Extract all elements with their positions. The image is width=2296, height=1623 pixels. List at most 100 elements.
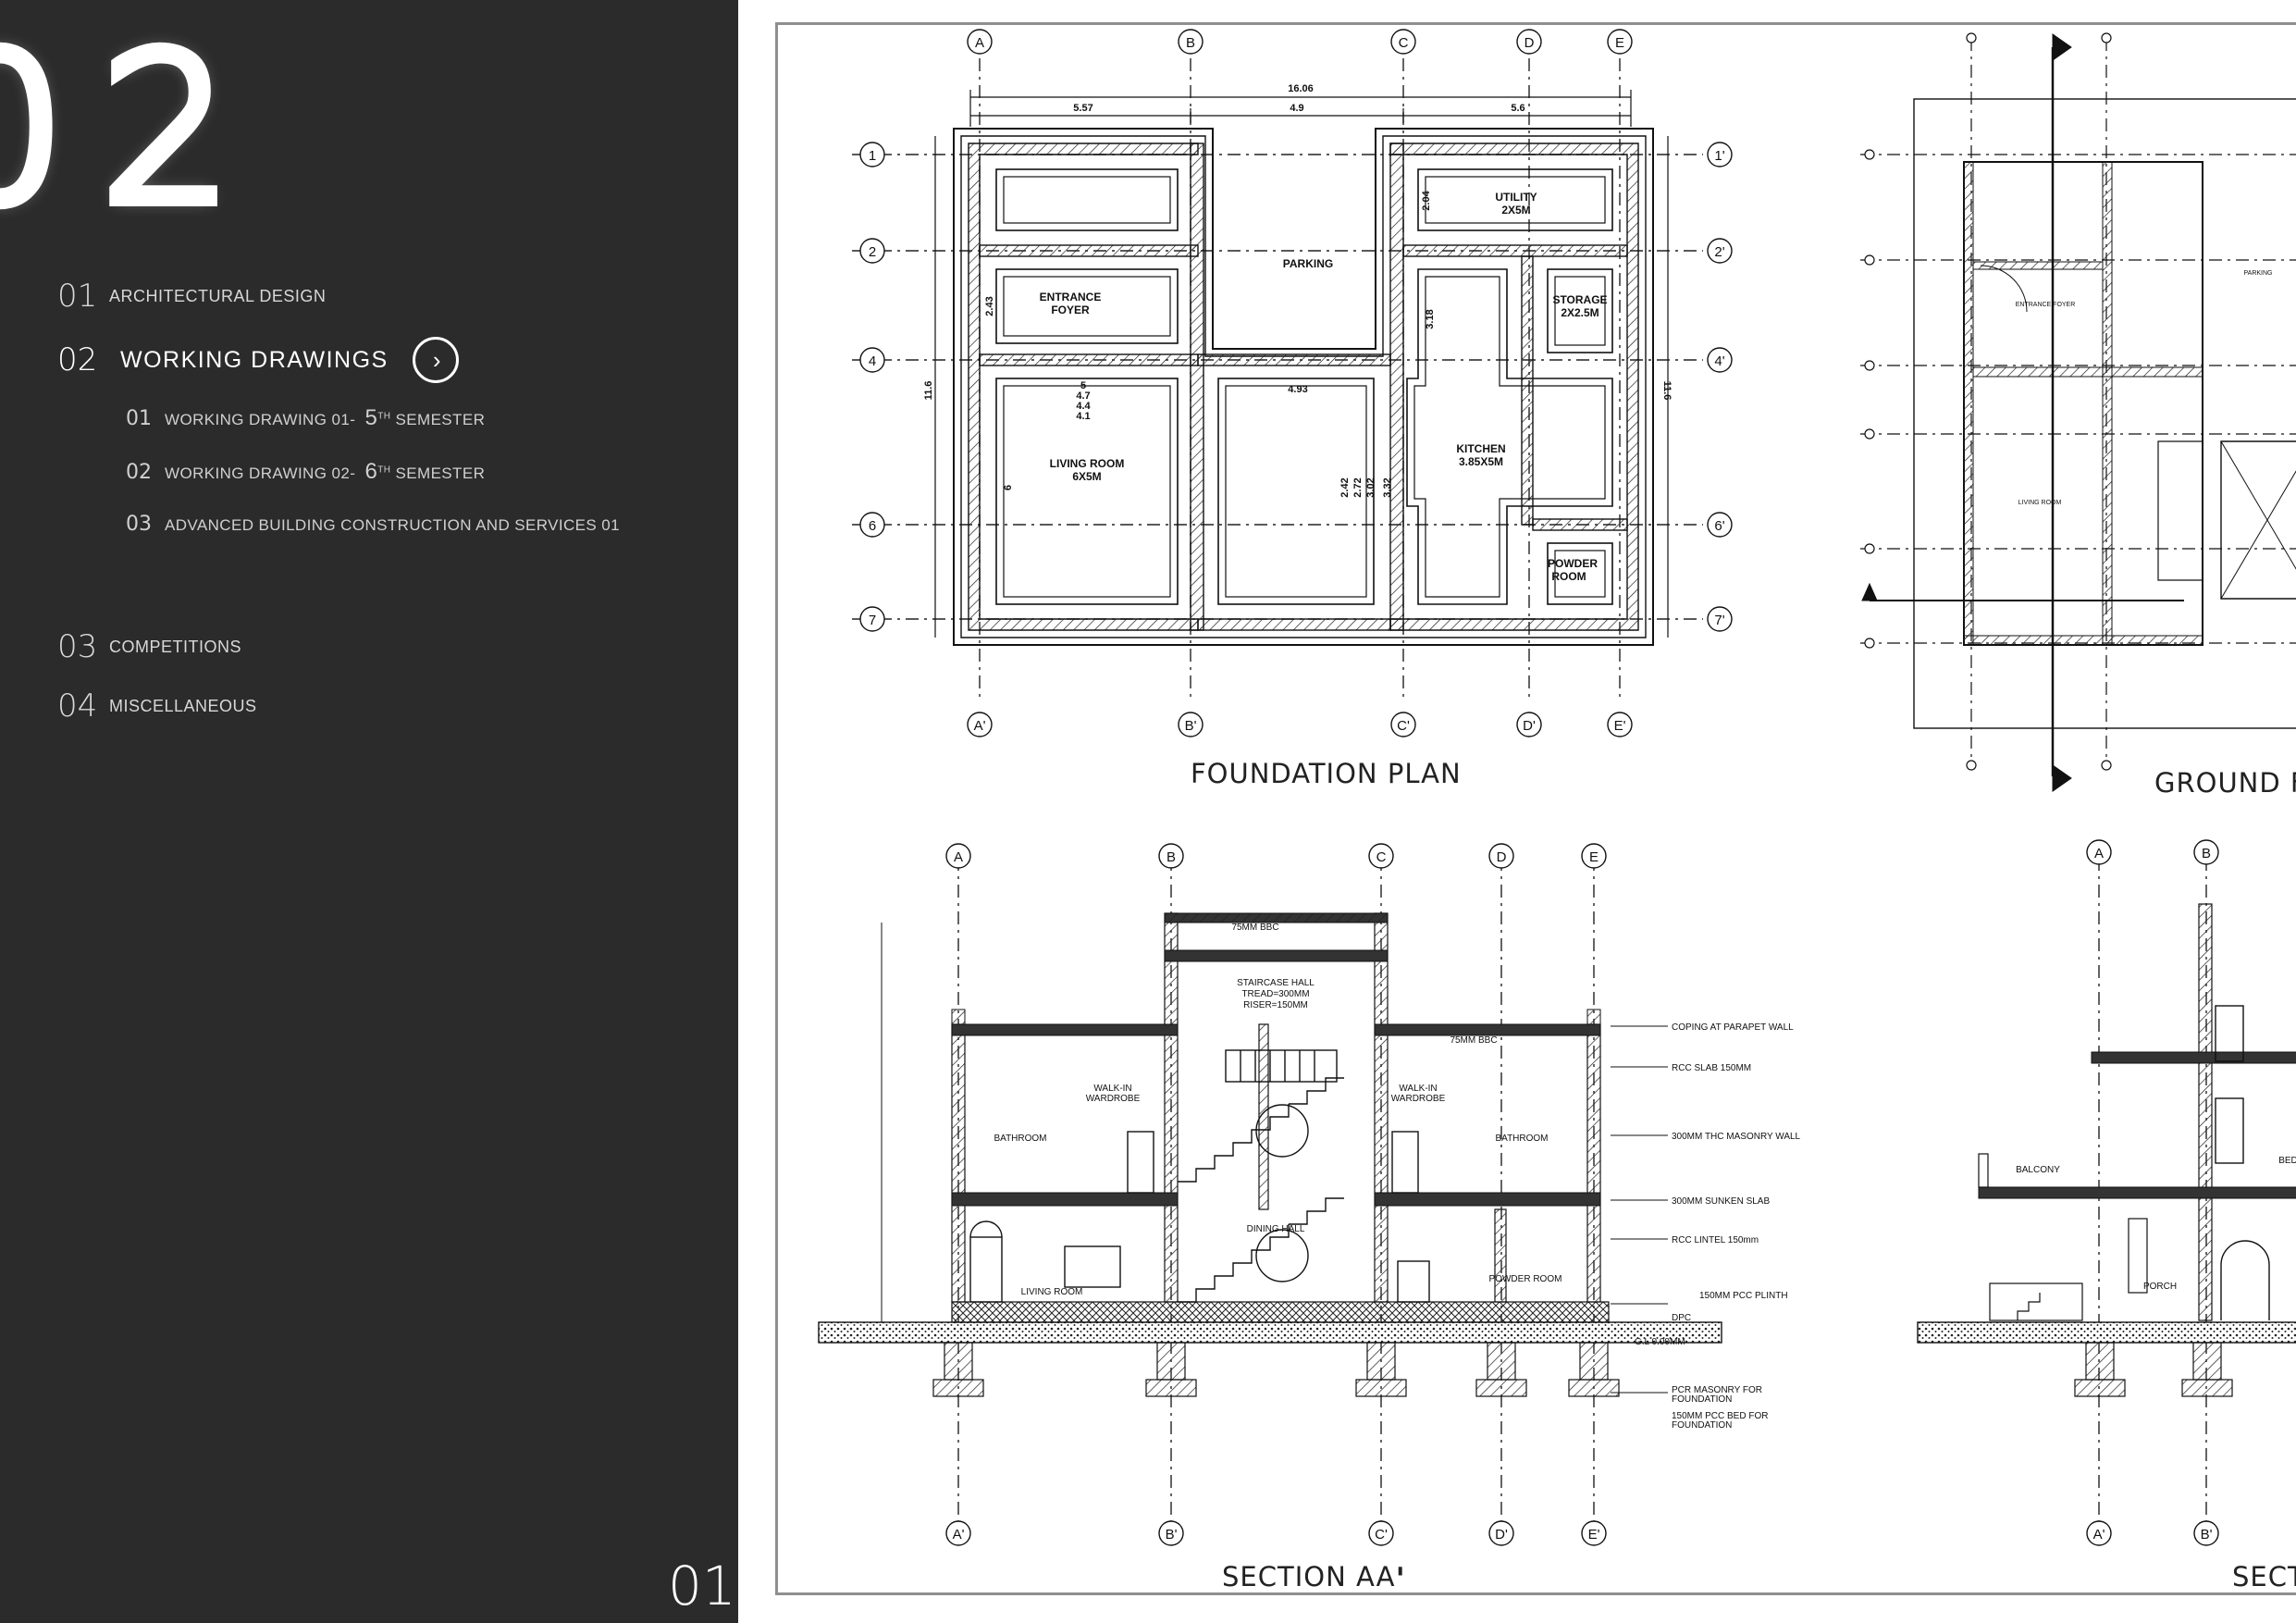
dim-label: 2.04: [1421, 190, 1432, 210]
grid-label: 6': [1714, 518, 1724, 534]
submenu-item-label: WORKING DRAWING 01- 5TH SEMESTER: [165, 405, 486, 430]
caption-section-aa: SECTION AA': [1222, 1561, 1406, 1595]
grid-label: 7: [869, 613, 876, 628]
submenu-item-number: 03: [126, 513, 152, 536]
room-label: POWDER: [1548, 557, 1598, 570]
menu-item-number: 02: [57, 341, 98, 378]
dim-label: 4.4: [1076, 401, 1091, 412]
grid-label: D: [1524, 35, 1535, 51]
grid-label: 1: [869, 148, 876, 164]
grid-label: 6: [869, 518, 876, 534]
dim-label: 3.32: [1382, 477, 1393, 497]
section-aa-labels: A B C D E A' B' C' D' E' 75MM BBC STAIRC…: [953, 849, 1801, 1542]
grid-label: E': [1588, 1527, 1600, 1542]
grid-label: 2': [1714, 244, 1724, 260]
grid-label: 7': [1714, 613, 1724, 628]
menu-item-label: MISCELLANEOUS: [109, 696, 257, 715]
section-bb-labels: A B A' B' BALCONY PORCH BEDRO: [2016, 846, 2296, 1542]
grid-label: B': [2201, 1527, 2213, 1542]
room-label: UTILITY: [1495, 191, 1537, 204]
section-note: DINING HALL: [1247, 1224, 1305, 1234]
grid-label: A: [2094, 846, 2104, 861]
section-note: 300MM THC MASONRY WALL: [1672, 1132, 1801, 1142]
dim-label: 6: [1003, 485, 1014, 490]
section-note: BATHROOM: [994, 1134, 1046, 1144]
section-note: BATHROOM: [1495, 1134, 1548, 1144]
dim-label: 4.1: [1076, 411, 1090, 422]
grid-label: 4': [1714, 353, 1724, 369]
menu-item-miscellaneous[interactable]: 04 MISCELLANEOUS: [57, 688, 723, 725]
submenu-item-label: ADVANCED BUILDING CONSTRUCTION AND SERVI…: [165, 516, 620, 534]
grid-label: B': [1166, 1527, 1178, 1542]
grid-label: B: [1167, 849, 1176, 865]
dim-label: 2.72: [1352, 477, 1364, 497]
menu-item-label: WORKING DRAWINGS: [120, 346, 389, 373]
section-note: 75MM BBC: [1231, 923, 1278, 933]
grid-label: E': [1614, 718, 1626, 734]
dim-label: 3.02: [1365, 477, 1376, 497]
menu-item-competitions[interactable]: 03 COMPETITIONS: [57, 628, 723, 665]
section-note: STAIRCASE HALL: [1237, 978, 1315, 988]
menu-item-number: 01: [57, 278, 98, 315]
dim-label: 5: [1080, 380, 1086, 391]
grid-label: D': [1495, 1527, 1508, 1542]
grid-label: C': [1397, 718, 1410, 734]
chevron-right-icon[interactable]: ›: [412, 337, 459, 383]
dim-label: 4.7: [1076, 390, 1090, 402]
section-note: PCR MASONRY FOR: [1672, 1385, 1762, 1395]
section-note: BEDRO: [2278, 1156, 2296, 1166]
dim-label: 11.6: [923, 381, 934, 401]
menu-item-working-drawings[interactable]: 02 WORKING DRAWINGS ›: [57, 337, 723, 383]
section-note: DPC: [1672, 1313, 1691, 1323]
menu-item-number: 04: [57, 688, 98, 725]
dim-label: 2.43: [984, 296, 995, 316]
room-label: ENTRANCE: [1040, 291, 1102, 304]
grid-label: A': [953, 1527, 965, 1542]
section-note: RCC SLAB 150MM: [1672, 1063, 1751, 1073]
section-note: 150MM PCC BED FOR: [1672, 1411, 1768, 1421]
grid-label: A': [2093, 1527, 2105, 1542]
grid-label: B': [1185, 718, 1197, 734]
menu-item-number: 03: [57, 628, 98, 665]
room-label: PARKING: [2244, 270, 2273, 277]
working-drawings-submenu: 01 WORKING DRAWING 01- 5TH SEMESTER 02 W…: [126, 405, 723, 536]
section-note: BALCONY: [2016, 1165, 2060, 1175]
dim-label: 16.06: [1288, 83, 1314, 94]
dim-label: 5.57: [1073, 103, 1092, 114]
caption-foundation-plan: FOUNDATION PLAN: [1191, 758, 1462, 789]
section-note: FOUNDATION: [1672, 1420, 1732, 1431]
submenu-item-working-drawing-02[interactable]: 02 WORKING DRAWING 02- 6TH SEMESTER: [126, 459, 723, 485]
page-number: 01: [668, 1555, 736, 1617]
grid-label: 1': [1714, 148, 1724, 164]
room-label: 2X2.5M: [1561, 306, 1599, 319]
section-note: WARDROBE: [1391, 1094, 1446, 1104]
section-note: 300MM SUNKEN SLAB: [1672, 1196, 1770, 1207]
section-note: G.L 0.00MM: [1635, 1337, 1685, 1347]
menu-item-label: ARCHITECTURAL DESIGN: [109, 286, 327, 305]
room-label: LIVING ROOM: [2018, 500, 2062, 506]
section-bb: [1917, 839, 2296, 1546]
foundation-plan: [852, 29, 1733, 737]
section-note: WALK-IN: [1399, 1084, 1437, 1094]
sidebar: 02 01 ARCHITECTURAL DESIGN 02 WORKING DR…: [0, 0, 738, 1623]
dim-label: 4.9: [1290, 103, 1303, 114]
submenu-item-working-drawing-01[interactable]: 01 WORKING DRAWING 01- 5TH SEMESTER: [126, 405, 723, 431]
submenu-item-advanced-building[interactable]: 03 ADVANCED BUILDING CONSTRUCTION AND SE…: [126, 513, 723, 536]
dim-label: 4.93: [1288, 384, 1307, 395]
grid-label: 4: [869, 353, 876, 369]
section-note: LIVING ROOM: [1021, 1287, 1083, 1297]
grid-label: B: [2202, 846, 2211, 861]
submenu-item-label: WORKING DRAWING 02- 6TH SEMESTER: [165, 459, 486, 484]
caption-section-bb: SECTI: [2232, 1561, 2296, 1592]
room-label: FOYER: [1051, 304, 1090, 316]
section-note: COPING AT PARAPET WALL: [1672, 1022, 1794, 1033]
menu-item-architectural-design[interactable]: 01 ARCHITECTURAL DESIGN: [57, 278, 723, 315]
drawings-canvas: A B C D E A' B' C' D' E' 1 2 4 6 7 1' 2'…: [818, 29, 2296, 1546]
grid-label: C: [1399, 35, 1409, 51]
grid-label: A: [954, 849, 963, 865]
section-note: WALK-IN: [1093, 1084, 1131, 1094]
section-note: 150MM PCC PLINTH: [1699, 1291, 1788, 1301]
section-aa: [818, 843, 1722, 1546]
section-note: PORCH: [2143, 1282, 2177, 1292]
ground-floor-plan: ENTRANCE FOYER LIVING ROOM PARKING: [1860, 32, 2296, 792]
